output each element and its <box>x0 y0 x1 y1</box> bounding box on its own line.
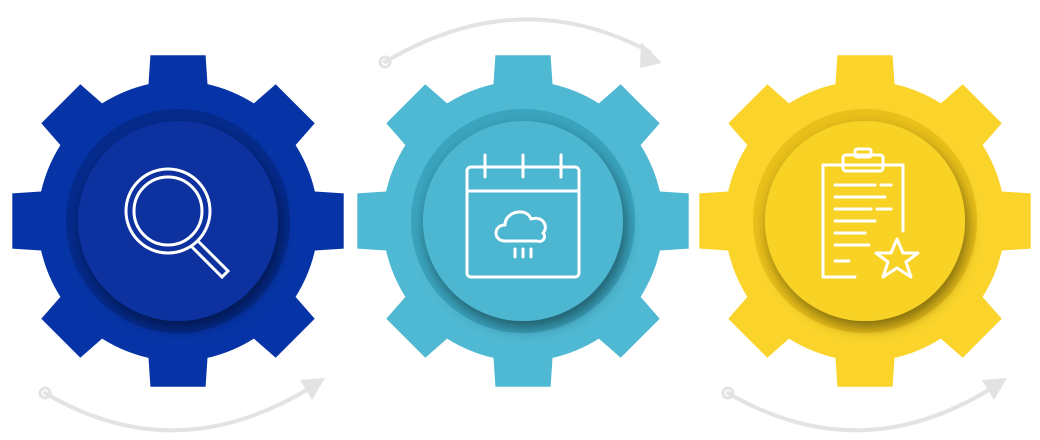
arrow-bottom-right <box>721 378 1007 433</box>
arrow-top-head <box>640 42 662 68</box>
arrow-top-curve <box>383 17 652 64</box>
arrow-bottom-left-curve <box>43 386 312 433</box>
arrow-top <box>378 17 662 69</box>
arrow-top-dot <box>378 55 392 69</box>
arrow-bottom-right-curve <box>726 386 994 433</box>
gear-search <box>12 55 344 387</box>
arrow-bottom-right-dot <box>721 386 735 400</box>
gear-calendar-center <box>423 121 623 321</box>
arrow-bottom-left-dot <box>38 386 52 400</box>
calendar-rain-icon <box>465 153 581 279</box>
arrow-bottom-left <box>38 378 325 433</box>
clipboard-star-icon <box>821 147 920 279</box>
gear-search-center <box>78 121 278 321</box>
arrow-bottom-left-head <box>300 378 325 400</box>
gear-clipboard <box>699 55 1031 387</box>
magnifier-icon <box>124 167 231 280</box>
arrow-bottom-right-head <box>982 378 1007 400</box>
gear-calendar <box>357 55 689 387</box>
